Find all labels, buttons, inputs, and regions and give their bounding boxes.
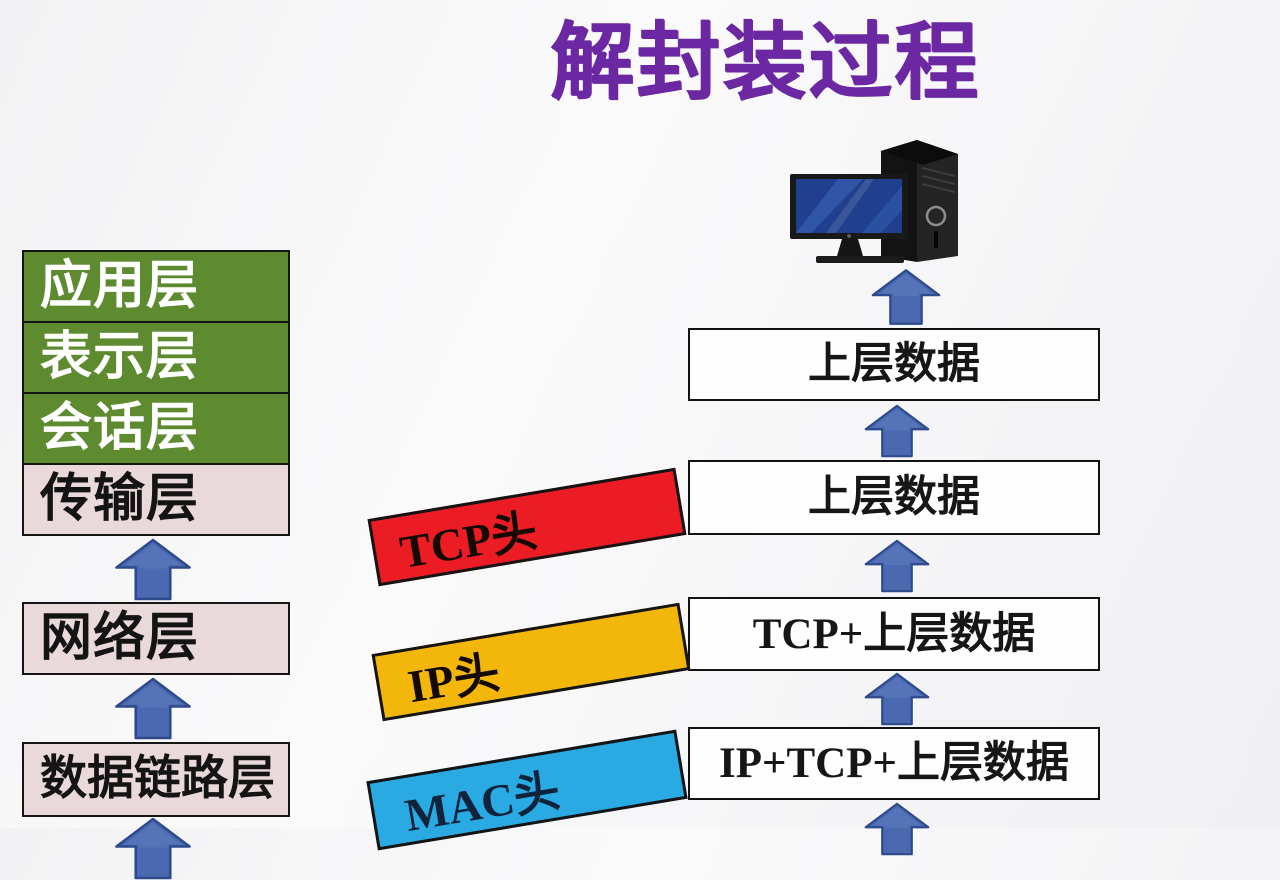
layer-session-label: 会话层	[40, 399, 200, 457]
layer-application-label: 应用层	[40, 257, 200, 315]
up-arrow-icon	[114, 677, 192, 740]
layer-datalink: 数据链路层	[22, 742, 290, 817]
desktop-computer-icon	[766, 134, 976, 274]
layer-application: 应用层	[22, 250, 290, 323]
data-box-label: 上层数据	[808, 474, 980, 521]
data-box-label: 上层数据	[808, 341, 980, 388]
layer-network: 网络层	[22, 602, 290, 675]
layer-presentation: 表示层	[22, 321, 290, 394]
tcp-header-box: TCP头	[367, 467, 687, 587]
up-arrow-icon	[864, 801, 930, 857]
mac-header-box: MAC头	[366, 729, 688, 851]
up-arrow-icon	[864, 672, 930, 726]
layer-transport: 传输层	[22, 463, 290, 536]
up-arrow-icon	[871, 266, 941, 328]
diagram-title: 解封装过程	[549, 17, 980, 110]
data-box-ip-tcp-upper-data: IP+TCP+上层数据	[688, 727, 1100, 800]
up-arrow-icon	[114, 538, 192, 601]
data-box-upper-data-2: 上层数据	[688, 460, 1100, 535]
up-arrow-icon	[114, 817, 192, 880]
up-arrow-icon	[864, 403, 930, 459]
ip-header-box: IP头	[371, 602, 691, 722]
data-box-tcp-upper-data: TCP+上层数据	[688, 597, 1100, 671]
ip-header-label: IP头	[404, 646, 504, 713]
up-arrow-icon	[864, 536, 930, 596]
layer-datalink-label: 数据链路层	[40, 753, 275, 805]
layer-presentation-label: 表示层	[40, 328, 200, 386]
slide-canvas: 解封装过程 应用层 表示层 会话	[22, 17, 1100, 880]
layer-transport-label: 传输层	[40, 470, 200, 528]
layer-network-label: 网络层	[40, 609, 200, 667]
layer-session: 会话层	[22, 392, 290, 465]
data-box-label: IP+TCP+上层数据	[718, 740, 1069, 787]
data-box-upper-data-1: 上层数据	[688, 328, 1100, 401]
data-box-label: TCP+上层数据	[752, 610, 1036, 658]
tcp-header-label: TCP头	[396, 504, 541, 578]
mac-header-label: MAC头	[401, 765, 564, 842]
